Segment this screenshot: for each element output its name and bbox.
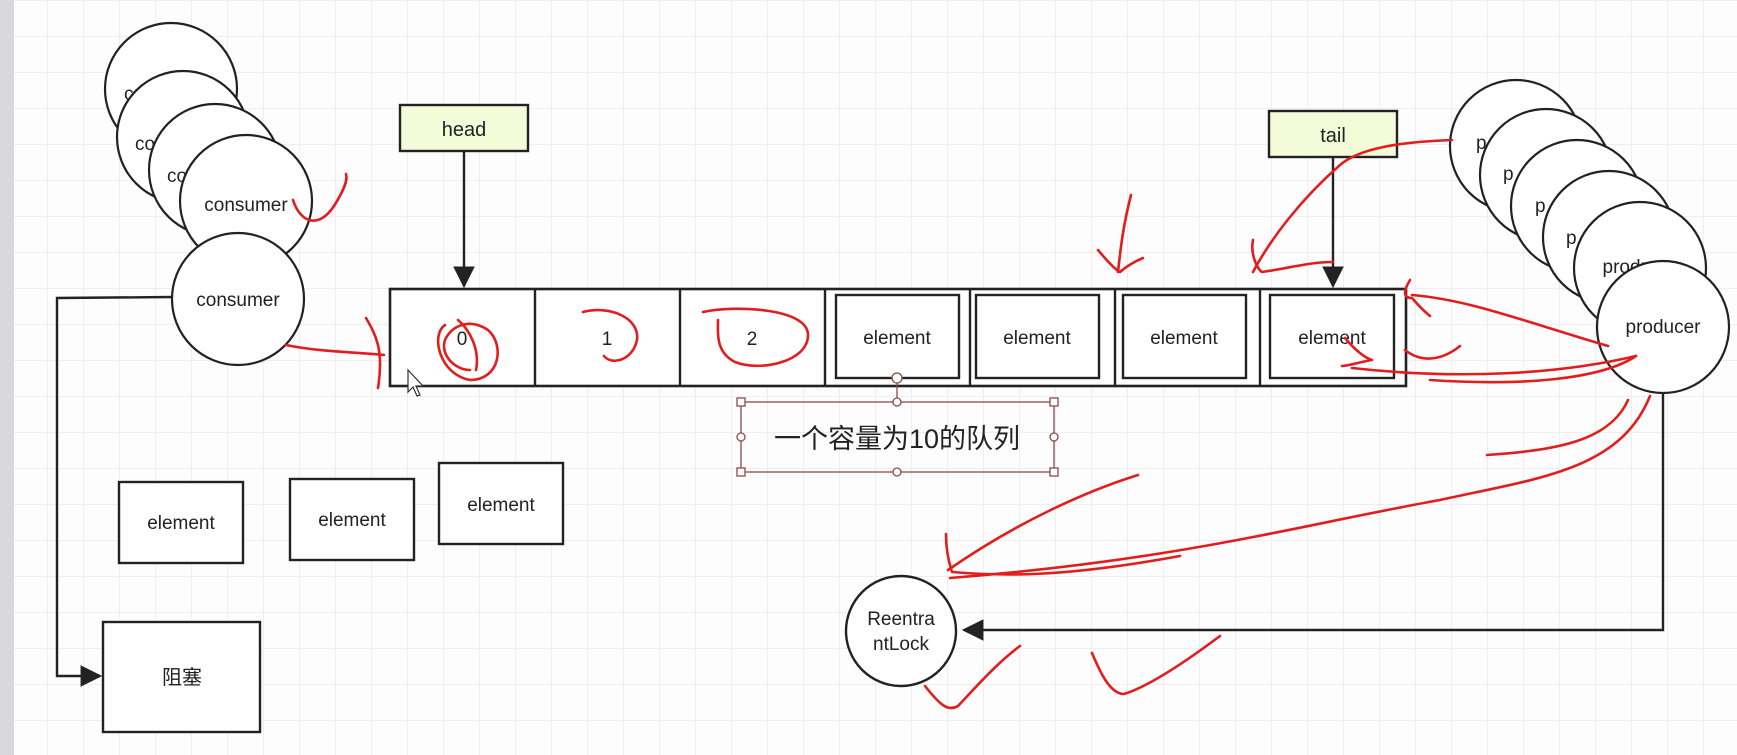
annotation-stroke (701, 307, 810, 368)
annotation-stroke (1116, 193, 1133, 274)
lock-label-line2: ntLock (873, 634, 929, 655)
queue[interactable]: 0 1 2 element element element element (388, 287, 1408, 388)
queue-caption: 一个容量为10的队列 (774, 424, 1020, 454)
red-annotations (284, 138, 1652, 710)
tail-pointer[interactable]: tail (1267, 109, 1399, 159)
annotation-stroke (948, 394, 1652, 580)
annotation-stroke (1090, 634, 1222, 696)
queue-cell-index: 1 (602, 329, 613, 350)
queue-element-cell[interactable]: element (974, 293, 1101, 380)
producer-label: p (1535, 196, 1546, 217)
queue-element-label: element (1003, 328, 1071, 349)
producer-to-lock-arrow (961, 393, 1665, 641)
tail-label: tail (1320, 125, 1346, 147)
consumer-stack: co co co consumer consumer (103, 21, 314, 367)
consumer-node-front[interactable]: consumer (170, 231, 306, 367)
queue-cell-index: 0 (457, 329, 468, 350)
annotation-stroke (1251, 238, 1335, 274)
annotation-stroke (1428, 354, 1638, 384)
annotation-stroke (1403, 344, 1462, 360)
window-edge (0, 0, 14, 755)
producer-stack: p p p p producer producer (1448, 78, 1731, 395)
annotation-stroke (291, 172, 348, 222)
producer-label: producer (1626, 317, 1702, 338)
loose-element-box[interactable]: element (117, 480, 245, 565)
annotation-stroke (1350, 354, 1638, 376)
annotation-stroke (1096, 248, 1145, 274)
producer-node-front[interactable]: producer (1595, 259, 1731, 395)
head-label: head (442, 119, 487, 141)
annotation-stroke (923, 644, 1022, 710)
annotation-stroke (1251, 138, 1454, 274)
annotation-stroke (1340, 336, 1374, 368)
loose-element-label: element (467, 495, 535, 516)
producer-label: p (1476, 133, 1487, 154)
annotation-stroke (1410, 293, 1610, 348)
loose-element-box[interactable]: element (437, 461, 565, 546)
queue-element-cell[interactable]: element (1268, 293, 1396, 380)
loose-element-label: element (318, 510, 386, 531)
queue-element-label: element (1150, 328, 1218, 349)
consumer-to-blocked-arrow (55, 295, 173, 687)
reentrant-lock-node[interactable]: Reentra ntLock (844, 574, 958, 688)
queue-element-cell[interactable]: element (834, 293, 961, 380)
annotation-stroke (1403, 278, 1432, 318)
head-pointer[interactable]: head (398, 103, 530, 153)
annotation-stroke (364, 316, 382, 390)
mouse-cursor-icon (407, 368, 425, 397)
annotation-stroke (456, 318, 479, 372)
annotation-stroke (436, 322, 499, 382)
consumer-label: co (135, 134, 155, 155)
queue-element-cell[interactable]: element (1121, 293, 1248, 380)
lock-label-line1: Reentra (867, 609, 935, 630)
queue-element-label: element (863, 328, 931, 349)
queue-element-label: element (1298, 328, 1366, 349)
consumer-label: consumer (204, 195, 288, 216)
annotation-stroke (946, 473, 1140, 572)
annotation-stroke (944, 532, 1182, 576)
blocked-box[interactable]: 阻塞 (101, 620, 262, 734)
loose-element-label: element (147, 513, 215, 534)
producer-label: p (1566, 228, 1577, 249)
producer-label: p (1503, 164, 1514, 185)
caption-selection[interactable]: 一个容量为10的队列 (736, 372, 1059, 477)
loose-element-box[interactable]: element (288, 477, 416, 562)
annotation-stroke (284, 343, 386, 357)
consumer-label: consumer (196, 290, 280, 311)
queue-cell-index: 2 (747, 329, 758, 350)
blocked-label: 阻塞 (162, 666, 202, 689)
annotation-stroke (581, 308, 639, 362)
annotation-stroke (1485, 398, 1630, 457)
consumer-node[interactable]: consumer (178, 133, 314, 269)
